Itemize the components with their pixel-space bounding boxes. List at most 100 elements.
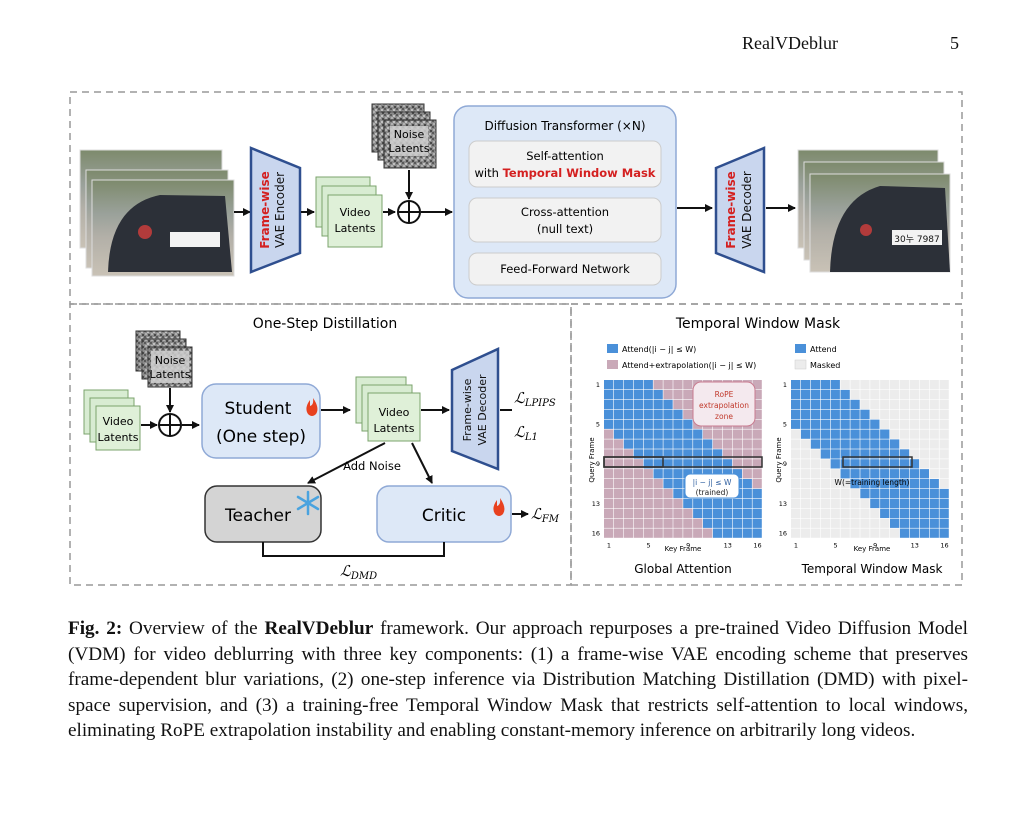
attend-cell [732, 469, 742, 479]
ffn-label: Feed-Forward Network [500, 262, 630, 276]
masked-cell [919, 439, 929, 449]
attend-cell [899, 479, 910, 489]
masked-cell [860, 518, 870, 528]
masked-cell [919, 459, 929, 469]
masked-cell [840, 488, 850, 499]
masked-cell [683, 399, 693, 410]
cross-attention-line1: Cross-attention [521, 205, 609, 219]
attend-cell [850, 449, 860, 459]
attend-cell [633, 409, 643, 419]
attend-cell [810, 419, 821, 429]
masked-cell [633, 508, 643, 518]
attend-cell [870, 449, 880, 459]
attend-cell [919, 469, 929, 479]
masked-cell [643, 479, 653, 489]
attend-cell [929, 528, 939, 538]
vae-encoder: Frame-wise VAE Encoder [249, 146, 302, 274]
attend-cell [653, 409, 663, 419]
attend-cell [673, 419, 683, 429]
masked-cell [909, 439, 920, 449]
attend-cell [643, 389, 653, 400]
masked-cell [604, 459, 614, 469]
attend-cell [633, 439, 643, 449]
masked-cell [742, 429, 752, 439]
attend-cell [712, 528, 723, 538]
attend-cell [633, 389, 643, 400]
attend-cell [919, 508, 929, 518]
masked-cell [663, 528, 673, 538]
attend-cell [899, 469, 910, 479]
attend-cell [623, 409, 634, 419]
masked-cell [909, 419, 920, 429]
attend-cell [633, 380, 643, 390]
attend-cell [929, 518, 939, 528]
attend-cell [880, 459, 890, 469]
attend-cell [653, 389, 663, 400]
masked-cell [870, 508, 880, 518]
attend-cell [929, 488, 939, 499]
masked-cell [929, 389, 939, 400]
attend-cell [673, 449, 683, 459]
attend-cell [810, 439, 821, 449]
cross-attention-block [468, 197, 662, 243]
y-tick-label: 13 [779, 500, 787, 508]
attend-cell [604, 399, 614, 410]
masked-cell [929, 380, 939, 390]
attend-cell [623, 389, 634, 400]
attend-cell [683, 449, 693, 459]
masked-cell [791, 459, 801, 469]
y-tick-label: 5 [596, 421, 600, 429]
attend-cell [820, 429, 830, 439]
attend-cell [880, 508, 890, 518]
masked-cell [623, 508, 634, 518]
self-attention-highlight: Temporal Window Mask [503, 166, 656, 180]
masked-cell [643, 518, 653, 528]
attend-cell [870, 498, 880, 509]
masked-cell [653, 498, 663, 509]
masked-cell [791, 429, 801, 439]
loss-dmd: ℒDMD [340, 562, 377, 582]
masked-cell [623, 498, 634, 509]
attend-cell [800, 429, 811, 439]
attend-cell [890, 498, 900, 509]
attend-cell [880, 498, 890, 509]
attend-cell [870, 459, 880, 469]
masked-cell [791, 469, 801, 479]
attend-cell [850, 409, 860, 419]
attend-cell [613, 399, 624, 410]
masked-cell [899, 380, 910, 390]
attend-cell [840, 449, 850, 459]
masked-cell [850, 508, 860, 518]
caption-label: Fig. 2: [68, 618, 123, 639]
noise-bottom-line2: Latents [150, 368, 191, 381]
masked-cell [800, 498, 811, 509]
masked-cell [860, 528, 870, 538]
masked-cell [909, 409, 920, 419]
masked-cell [800, 528, 811, 538]
self-attention-prefix: with [475, 166, 503, 180]
add-noise-label: Add Noise [343, 459, 401, 473]
attend-cell [673, 409, 683, 419]
attend-cell [643, 399, 653, 410]
attend-cell [742, 479, 752, 489]
noise-top-line1: Noise [394, 128, 425, 141]
attend-cell [752, 498, 762, 509]
attend-cell [850, 459, 860, 469]
temporal-window-heatmap [791, 380, 949, 538]
masked-cell [840, 528, 850, 538]
attend-cell [722, 518, 733, 528]
attend-cell [860, 429, 870, 439]
attend-cell [800, 389, 811, 400]
masked-cell [613, 469, 624, 479]
attend-cell [703, 508, 713, 518]
masked-cell [820, 469, 830, 479]
masked-cell [752, 449, 762, 459]
attend-cell [791, 409, 801, 419]
input-blurry-frames [79, 149, 235, 277]
masked-cell [880, 380, 890, 390]
attend-cell [840, 429, 850, 439]
attend-cell [703, 449, 713, 459]
masked-cell [683, 518, 693, 528]
global-attention-heatmap [604, 380, 762, 538]
